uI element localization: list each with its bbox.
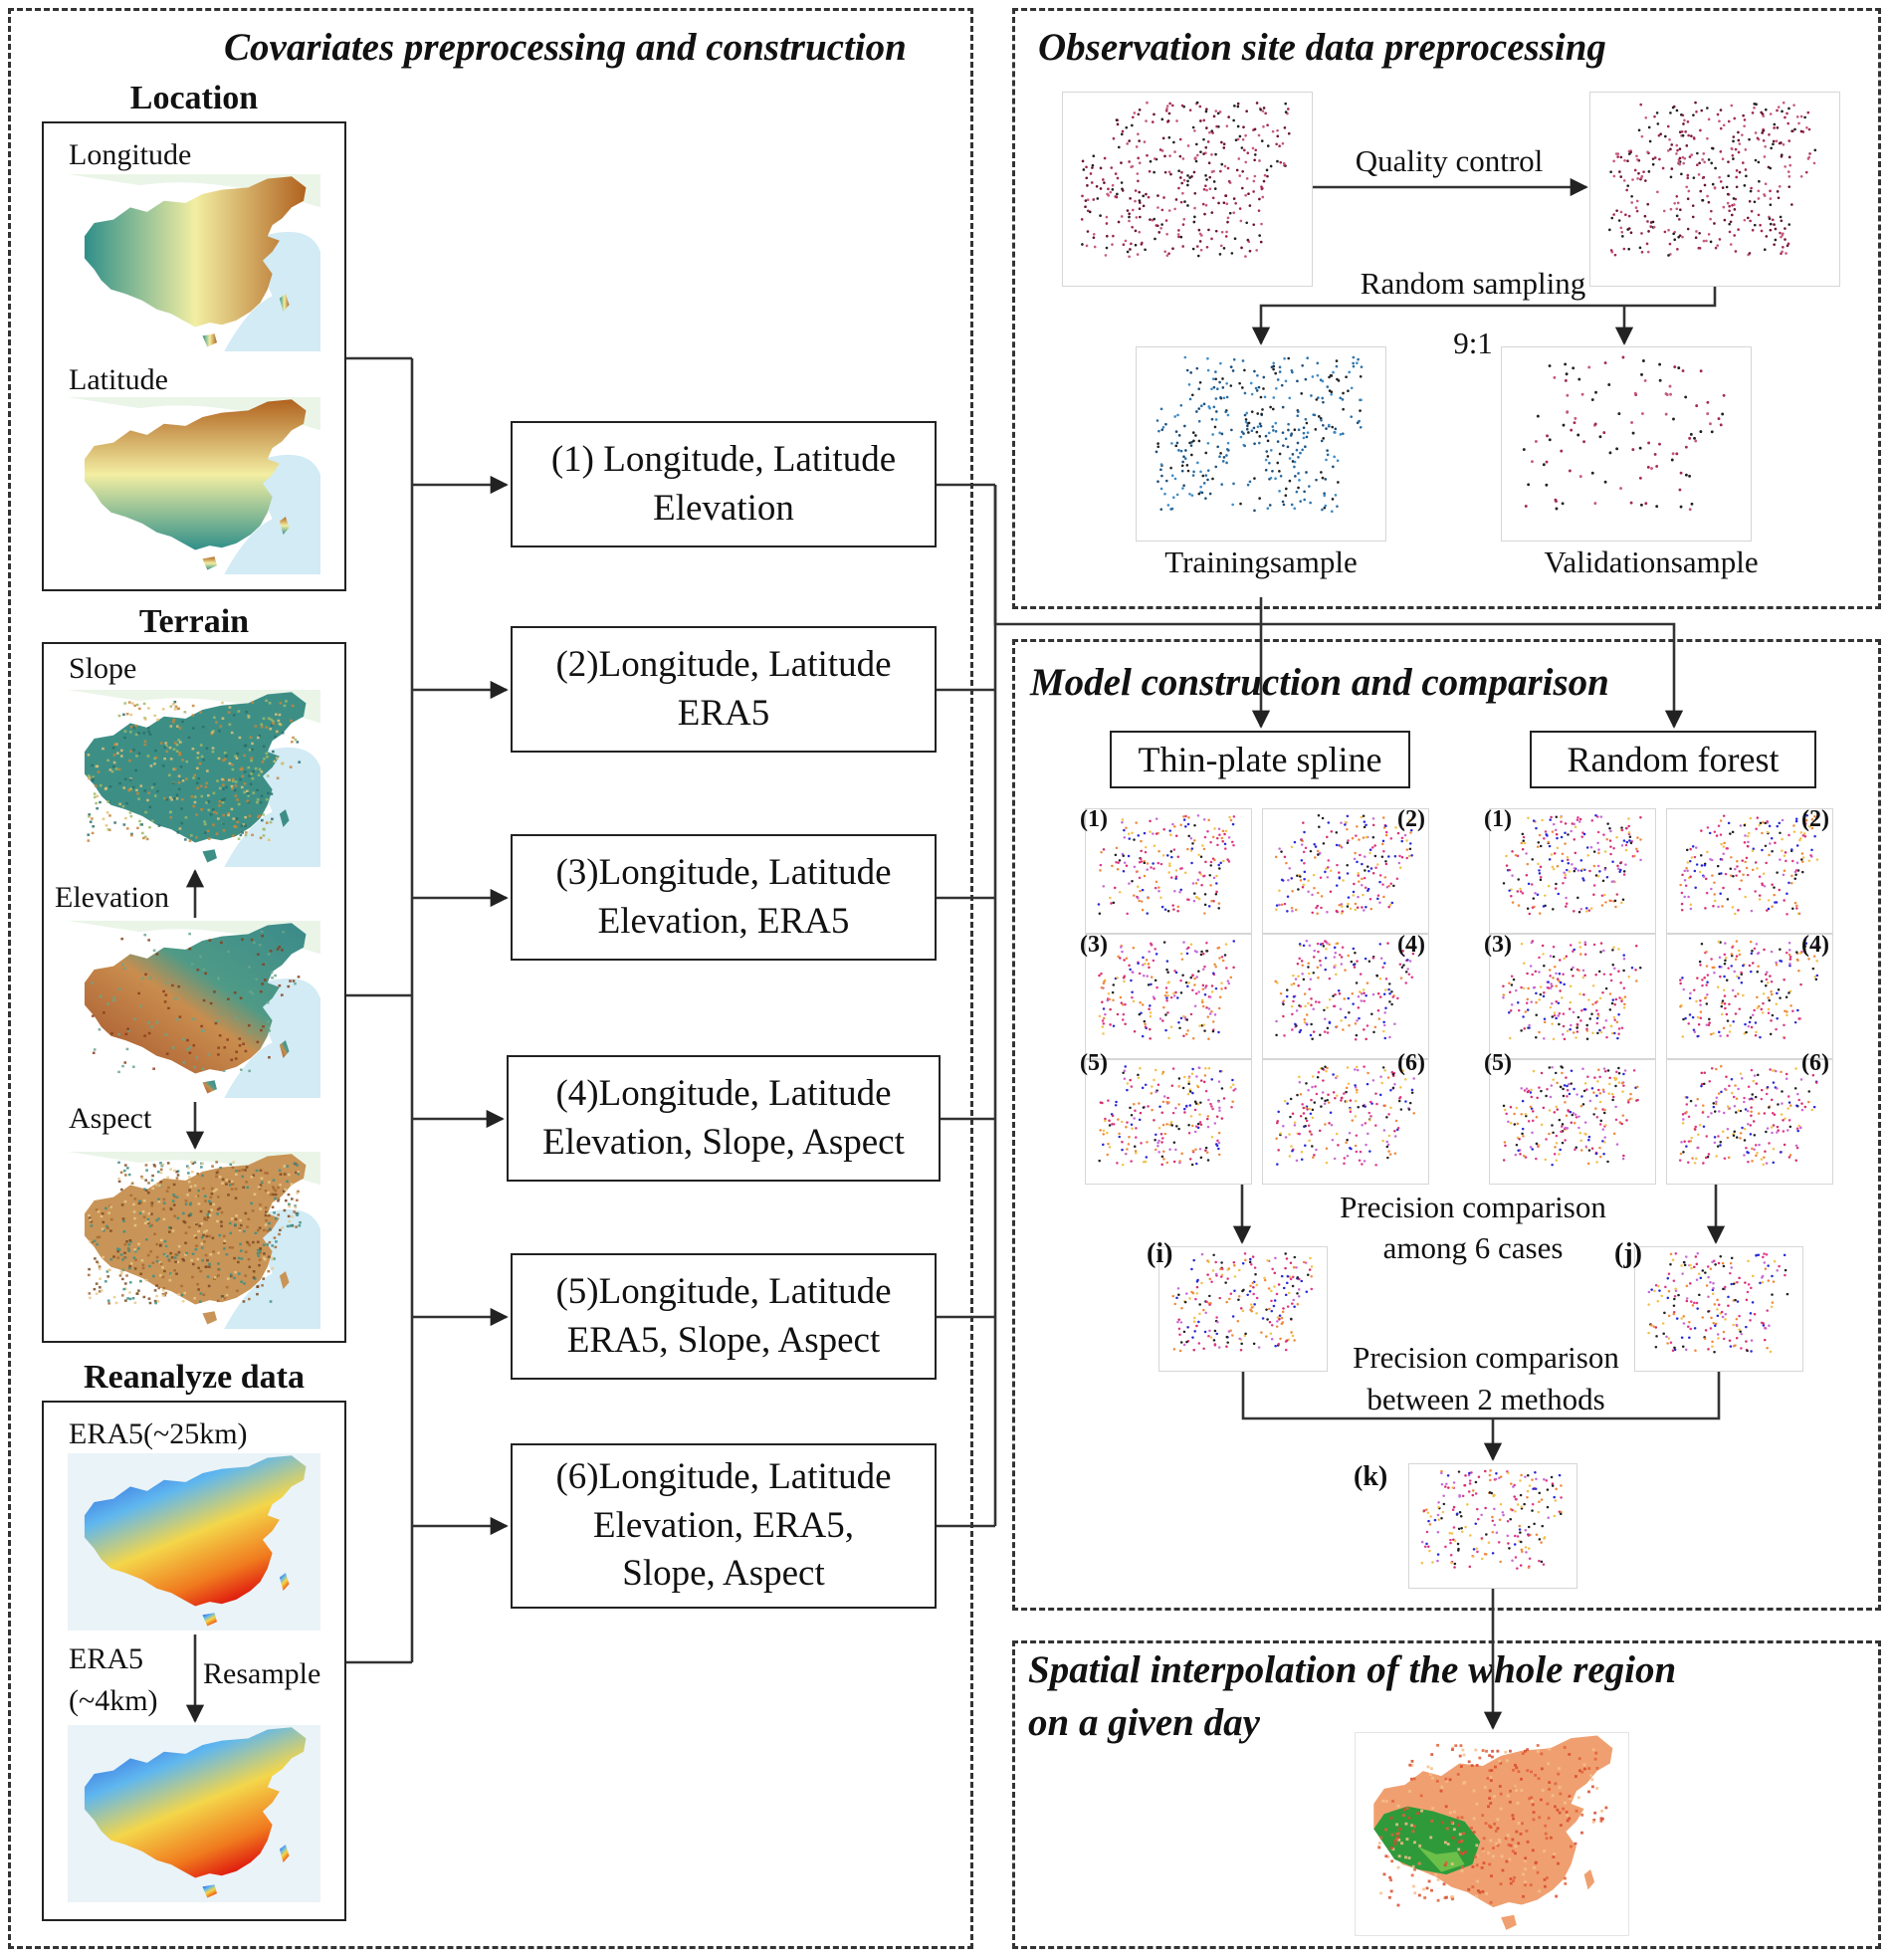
tps-tag-5: (5) (1080, 1050, 1108, 1076)
tag-i: (i) (1147, 1238, 1173, 1269)
tps-tag-2: (2) (1397, 806, 1425, 832)
slope-map (68, 690, 320, 867)
validation-sample-label: Validationsample (1544, 544, 1759, 579)
tps-case-5-map (1085, 1059, 1252, 1185)
precision-methods-line2: between 2 methods (1366, 1382, 1605, 1416)
longitude-map (68, 174, 320, 351)
slope-label: Slope (69, 652, 137, 685)
precision-cases-line1: Precision comparison (1340, 1190, 1606, 1224)
thin-plate-spline-label: Thin-plate spline (1138, 740, 1382, 779)
spatial-region (1012, 1640, 1881, 1949)
case-4-line1: (4)Longitude, Latitude (555, 1072, 892, 1114)
observation-heading: Observation site data preprocessing (1038, 26, 1606, 69)
tps-case-3-map (1085, 934, 1252, 1059)
tag-k: (k) (1354, 1461, 1388, 1492)
best-tps-map (1158, 1246, 1328, 1372)
case-5-line1: (5)Longitude, Latitude (555, 1270, 892, 1312)
case-2-line2: ERA5 (677, 692, 770, 734)
case-box-3: (3)Longitude, Latitude Elevation, ERA5 (511, 834, 937, 961)
case-3-line2: Elevation, ERA5 (597, 900, 850, 942)
validation-sample-map (1501, 346, 1752, 542)
random-forest-box: Random forest (1530, 731, 1816, 788)
tps-tag-6: (6) (1397, 1050, 1425, 1076)
precision-cases-line2: among 6 cases (1382, 1230, 1564, 1265)
location-title: Location (129, 80, 259, 116)
aspect-label: Aspect (69, 1102, 152, 1135)
rf-tag-5: (5) (1484, 1050, 1512, 1076)
spatial-heading-line1: Spatial interpolation of the whole regio… (1028, 1648, 1677, 1691)
final-interpolation-map (1355, 1732, 1629, 1936)
case-5-line2: ERA5, Slope, Aspect (566, 1319, 881, 1361)
latitude-label: Latitude (69, 363, 168, 396)
rf-tag-1: (1) (1484, 806, 1512, 832)
elevation-label: Elevation (55, 881, 169, 914)
rf-case-1-map (1489, 808, 1656, 934)
terrain-title: Terrain (138, 603, 250, 640)
ratio-label: 9:1 (1453, 326, 1493, 360)
controlled-sites-map (1589, 92, 1840, 287)
tps-case-1-map (1085, 808, 1252, 934)
random-forest-label: Random forest (1567, 740, 1780, 779)
rf-case-4-map (1666, 934, 1833, 1059)
quality-control-label: Quality control (1355, 143, 1544, 178)
tps-case-6-map (1262, 1059, 1429, 1185)
rf-case-2-map (1666, 808, 1833, 934)
rf-tag-3: (3) (1484, 932, 1512, 958)
reanalysis-title: Reanalyze data (84, 1359, 305, 1396)
aspect-map (68, 1152, 320, 1329)
tps-tag-3: (3) (1080, 932, 1108, 958)
era5-4km-label-line1: ERA5 (69, 1642, 143, 1675)
case-2-line1: (2)Longitude, Latitude (555, 643, 892, 685)
raw-sites-map (1062, 92, 1313, 287)
case-1-line2: Elevation (653, 487, 794, 529)
era5-25km-map (68, 1453, 320, 1631)
case-1-line1: (1) Longitude, Latitude (550, 438, 897, 480)
rf-tag-2: (2) (1801, 806, 1829, 832)
resample-label: Resample (203, 1657, 321, 1690)
rf-tag-6: (6) (1801, 1050, 1829, 1076)
covariates-heading: Covariates preprocessing and constructio… (224, 26, 907, 69)
case-box-2: (2)Longitude, Latitude ERA5 (511, 626, 937, 753)
era5-4km-map (68, 1725, 320, 1902)
spatial-heading-line2: on a given day (1028, 1701, 1260, 1744)
tps-tag-4: (4) (1397, 932, 1425, 958)
rf-tag-4: (4) (1801, 932, 1829, 958)
precision-methods-line1: Precision comparison (1353, 1340, 1619, 1375)
era5-25km-label: ERA5(~25km) (69, 1417, 248, 1450)
rf-case-5-map (1489, 1059, 1656, 1185)
random-sampling-label: Random sampling (1360, 266, 1586, 301)
best-rf-map (1634, 1246, 1803, 1372)
thin-plate-spline-box: Thin-plate spline (1110, 731, 1410, 788)
case-box-4: (4)Longitude, Latitude Elevation, Slope,… (507, 1055, 941, 1182)
model-heading: Model construction and comparison (1030, 661, 1609, 704)
rf-case-3-map (1489, 934, 1656, 1059)
tps-case-2-map (1262, 808, 1429, 934)
case-6-line2: Elevation, ERA5, (592, 1504, 855, 1546)
case-6-line1: (6)Longitude, Latitude (555, 1455, 892, 1497)
era5-4km-label-line2: (~4km) (69, 1684, 158, 1717)
longitude-label: Longitude (69, 138, 192, 171)
case-box-6: (6)Longitude, Latitude Elevation, ERA5, … (511, 1443, 937, 1609)
case-4-line2: Elevation, Slope, Aspect (542, 1121, 905, 1163)
latitude-map (68, 397, 320, 574)
tag-j: (j) (1614, 1238, 1642, 1269)
elevation-map (68, 921, 320, 1098)
case-6-line3: Slope, Aspect (622, 1553, 825, 1595)
training-sample-map (1136, 346, 1386, 542)
rf-case-6-map (1666, 1059, 1833, 1185)
tps-tag-1: (1) (1080, 806, 1108, 832)
covariates-region (8, 8, 973, 1949)
case-3-line1: (3)Longitude, Latitude (555, 851, 892, 893)
training-sample-label: Trainingsample (1164, 544, 1358, 579)
case-box-1: (1) Longitude, Latitude Elevation (511, 421, 937, 547)
tps-case-4-map (1262, 934, 1429, 1059)
case-box-5: (5)Longitude, Latitude ERA5, Slope, Aspe… (511, 1253, 937, 1380)
best-overall-map (1408, 1463, 1577, 1589)
